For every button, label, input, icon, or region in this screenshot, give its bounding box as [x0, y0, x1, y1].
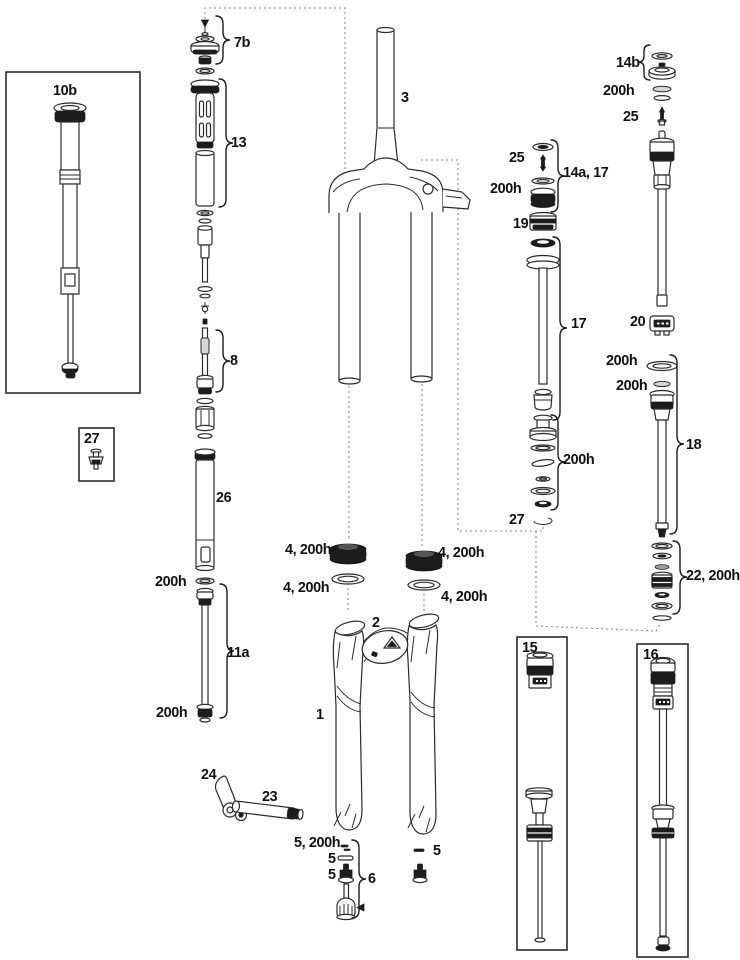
callout-200h-damper-bottom: 200h	[156, 704, 188, 721]
callout-200h-damper-top: 200h	[155, 573, 187, 590]
callout-200h-air-ring-big: 200h	[606, 352, 638, 369]
callout-box-15: 15	[522, 639, 538, 656]
callout-10b: 10b	[53, 82, 77, 99]
callout-22-200h: 22, 200h	[686, 567, 740, 584]
callout-27-mid: 27	[509, 511, 525, 528]
box-10b-assembly	[5, 71, 141, 394]
lower-legs	[332, 613, 440, 835]
dust-seals-foam-rings	[329, 543, 443, 591]
callout-200h-air-top: 200h	[603, 82, 635, 99]
box-15-assembly	[516, 636, 568, 951]
thru-axle-qr	[214, 775, 304, 822]
callout-25-mid: 25	[509, 149, 525, 166]
callout-20: 20	[630, 313, 646, 330]
callout-4-200h-seal-left: 4, 200h	[285, 541, 332, 558]
callout-17: 17	[571, 315, 587, 332]
callout-box-16: 16	[643, 646, 659, 663]
dotted-connectors	[200, 7, 662, 632]
callout-23: 23	[262, 788, 278, 805]
crown-steerer-unit	[328, 26, 471, 385]
callout-4-200h-foam-right: 4, 200h	[441, 588, 488, 605]
callout-1: 1	[316, 706, 324, 723]
callout-18: 18	[686, 436, 702, 453]
callout-7b: 7b	[234, 34, 251, 51]
callout-26: 26	[216, 489, 232, 506]
callout-6: 6	[368, 870, 376, 887]
damper-internals-column	[526, 142, 560, 525]
callout-5-200h: 5, 200h	[294, 834, 341, 851]
callout-14b: 14b	[616, 54, 640, 71]
callout-3: 3	[401, 89, 409, 106]
callout-13: 13	[231, 134, 247, 151]
callout-5-washer: 5	[328, 850, 336, 867]
air-topcap-column	[648, 52, 676, 336]
callout-8: 8	[230, 352, 238, 369]
callout-4-200h-seal-right: 4, 200h	[438, 544, 485, 561]
callout-19: 19	[513, 215, 529, 232]
callout-5-bolt-left: 5	[328, 866, 336, 883]
air-shaft-column	[646, 360, 678, 621]
callout-2: 2	[372, 614, 380, 631]
callout-5-bolt-right: 5	[433, 842, 441, 859]
box-16-assembly	[636, 643, 689, 958]
callout-box-27: 27	[84, 430, 100, 447]
callout-24: 24	[201, 766, 217, 783]
damper-spring-column	[190, 27, 220, 723]
callout-11a: 11a	[227, 644, 250, 661]
bottom-fasteners	[336, 844, 428, 921]
callout-200h-mid-top: 200h	[490, 180, 522, 197]
callout-4-200h-foam-left: 4, 200h	[283, 579, 330, 596]
callout-200h-air-ring-small: 200h	[616, 377, 648, 394]
callout-brackets	[215, 15, 688, 919]
box-27-valve	[78, 427, 115, 482]
callout-14a-17: 14a, 17	[563, 164, 609, 181]
callout-25-air: 25	[623, 108, 639, 125]
callout-200h-shim-stack: 200h	[563, 451, 595, 468]
